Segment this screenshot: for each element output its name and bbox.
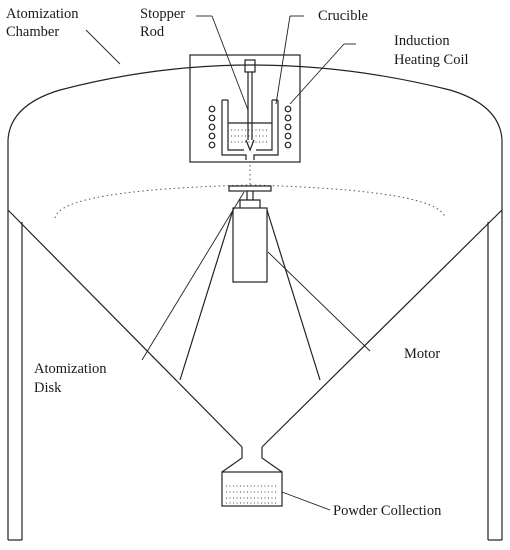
motor-body — [232, 207, 268, 283]
leader-motor — [267, 251, 371, 352]
label-stopper-rod: Stopper — [140, 6, 185, 22]
stopper-rod-knob — [244, 59, 256, 73]
stopper-rod-tip — [245, 139, 255, 152]
leader-stopper — [211, 15, 249, 111]
label-atomization-chamber-2: Chamber — [6, 24, 59, 40]
motor-top — [239, 199, 261, 208]
leader-coil — [289, 43, 345, 105]
leader-crucible — [275, 15, 291, 105]
leader-chamber — [85, 29, 121, 65]
melt-dots — [231, 129, 269, 143]
label-stopper-rod-2: Rod — [140, 24, 165, 40]
funnel-right — [261, 209, 503, 448]
induction-coil-right — [284, 105, 292, 149]
strut-right — [266, 209, 321, 381]
strut-left — [179, 209, 234, 381]
powder-collection-jar — [221, 471, 283, 507]
crucible-inner — [227, 100, 273, 151]
leader-powder — [281, 491, 331, 511]
label-atomization-disk-2: Disk — [34, 380, 62, 396]
label-induction-heating-coil-2: Heating Coil — [394, 52, 469, 68]
label-atomization-disk: Atomization — [34, 361, 107, 377]
label-powder-collection: Powder Collection — [333, 503, 442, 519]
label-motor: Motor — [404, 346, 440, 362]
crucible-housing — [189, 54, 301, 163]
label-induction-heating-coil: Induction — [394, 33, 450, 49]
atomization-disk — [228, 185, 272, 192]
label-crucible: Crucible — [318, 8, 368, 24]
induction-coil-left — [208, 105, 216, 149]
crucible-vessel — [221, 100, 279, 160]
spray-pattern — [54, 184, 446, 219]
funnel-neck — [221, 447, 283, 473]
funnel-left — [7, 209, 243, 448]
label-atomization-chamber: Atomization — [6, 6, 79, 22]
leader-disk — [141, 191, 245, 361]
powder-fill — [226, 485, 278, 504]
chamber-dome — [7, 64, 503, 210]
